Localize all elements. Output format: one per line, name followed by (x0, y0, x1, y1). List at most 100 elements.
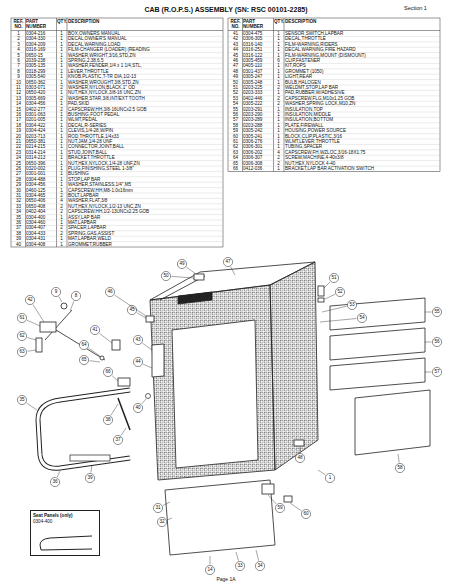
quantity: 1 (57, 42, 66, 47)
leader-line (425, 342, 432, 343)
part-description: WASHER,FLAT,3/8 (68, 198, 222, 203)
ref-number: 65 (229, 161, 242, 166)
insulation-middle (330, 328, 425, 360)
leader-line (99, 333, 112, 343)
quantity: 1 (57, 139, 66, 144)
quantity: 2 (274, 155, 283, 160)
quantity: 1 (274, 47, 283, 52)
quantity: 1 (57, 242, 66, 247)
quantity: 1 (274, 36, 283, 41)
part-description: WASHER,STAINLESS,1/4",M5 (68, 182, 222, 187)
quantity: 2 (57, 96, 66, 101)
switch-bracket (118, 378, 130, 386)
decal (152, 344, 164, 377)
lap-bar-tube-inner (38, 390, 130, 468)
part-description: CAPSCREW,FH,WZLOC,3/16-18X1.75 (285, 150, 439, 155)
quantity: 1 (274, 128, 283, 133)
column-rule (25, 18, 26, 247)
part-description: CLIP,FASTENER (285, 58, 439, 63)
part-description: INSULATION,TOP (285, 107, 439, 112)
part-description: BUSHING (68, 171, 222, 176)
callout-number: 48 (294, 455, 306, 461)
part-number: 0304-422 (26, 123, 56, 128)
callout-number: 44 (132, 359, 144, 365)
part-number: 0304-475 (243, 31, 273, 36)
column-header: QTY. (274, 19, 283, 24)
part-number: 0402-446 (243, 96, 273, 101)
ref-number: 13 (12, 96, 25, 101)
ref-number: 43 (229, 42, 242, 47)
part-number: 0304-424 (26, 128, 56, 133)
ref-number: 8 (12, 69, 25, 74)
part-description: FILM-WARNING,MOUNT (DISMOUNT) (285, 53, 439, 58)
part-description: SPACER,LAPBAR (68, 225, 222, 230)
leader-line (111, 404, 118, 415)
part-number: 0305-135 (26, 63, 56, 68)
header-rule (11, 30, 223, 31)
part-number: 0305-248 (243, 80, 273, 85)
column-header: PART NUMBER (243, 19, 273, 29)
leader-line (89, 348, 100, 356)
ref-number: 49 (229, 74, 242, 79)
leader-line (27, 320, 40, 326)
power-housing (262, 484, 274, 494)
callout-number: 33 (234, 563, 246, 569)
quantity: 1 (274, 112, 283, 117)
callout-number: 37 (112, 437, 124, 443)
part-number: 0203-713 (26, 134, 56, 139)
ref-number: 40 (12, 242, 25, 247)
leader-line (27, 338, 36, 340)
part-description: NUT,HEX,NYLOCK,1/4-28 UNF,ZN (68, 161, 222, 166)
leader-line (322, 306, 347, 312)
quantity: 1 (57, 177, 66, 182)
part-description: CAPSCREW,FLG,M10x1.25 GOB (285, 96, 439, 101)
callout-number: 50 (160, 273, 172, 279)
part-number: 0305-241 (243, 134, 273, 139)
clip (146, 316, 154, 322)
page-number: Page 1A (196, 576, 256, 583)
ref-number: 48 (229, 69, 242, 74)
quantity: 2 (274, 96, 283, 101)
cab-front (150, 285, 275, 480)
part-number: 0203-289 (243, 117, 273, 122)
part-description: SPRING,GAS,ASSIST (68, 231, 222, 236)
quantity: 1 (274, 31, 283, 36)
ref-number: 64 (229, 155, 242, 160)
quantity: 1 (274, 144, 283, 149)
part-description: PLATE,FIREWALL (285, 123, 439, 128)
part-description: WASHER,STAR,3/8,INT/EXT TOOTH (68, 96, 222, 101)
stop-weldment (318, 286, 324, 296)
part-number: 0314-214 (26, 150, 56, 155)
insulation-top (330, 298, 425, 330)
part-number: 0305-459 (243, 58, 273, 63)
part-description: HOUSING,POWER SOURCE (285, 128, 439, 133)
part-number: 0305-242 (243, 128, 273, 133)
ref-number: 55 (229, 107, 242, 112)
leader-line (210, 556, 211, 565)
part-number: 0304-488 (26, 177, 56, 182)
part-description: NUT,HEX,NYLOCK,3/8-16 UNC,ZN (68, 90, 222, 95)
ref-number: 19 (12, 128, 25, 133)
quantity: 2 (274, 161, 283, 166)
leader-line (142, 343, 152, 350)
part-description: DECAL,WARNING,LOAD (68, 42, 222, 47)
ref-number: 62 (229, 144, 242, 149)
quantity: 1 (274, 63, 283, 68)
part-description: BOLT,LAPBAR (68, 193, 222, 198)
ref-number: 15 (12, 107, 25, 112)
part-description: WASHER,NYLON,BLACK,1" OD (68, 85, 222, 90)
part-number: 0303-071 (26, 85, 56, 90)
callout-number: 61 (16, 315, 28, 321)
page-title: CAB (R.O.P.S.) ASSEMBLY (SN: RSC 00101-2… (0, 6, 452, 13)
callout-number: 41 (89, 327, 101, 333)
callout-number: 31 (152, 505, 164, 511)
part-number: 0304-460 (26, 220, 56, 225)
callout-number: 9 (50, 289, 62, 295)
part-description: INSULATION,MIDDLE (285, 112, 439, 117)
part-description: LIGHT,REAR (285, 74, 439, 79)
ball-joint (100, 356, 104, 360)
table-border (228, 18, 440, 171)
part-number: 0405-110 (243, 63, 273, 68)
ref-number: 17 (12, 117, 25, 122)
